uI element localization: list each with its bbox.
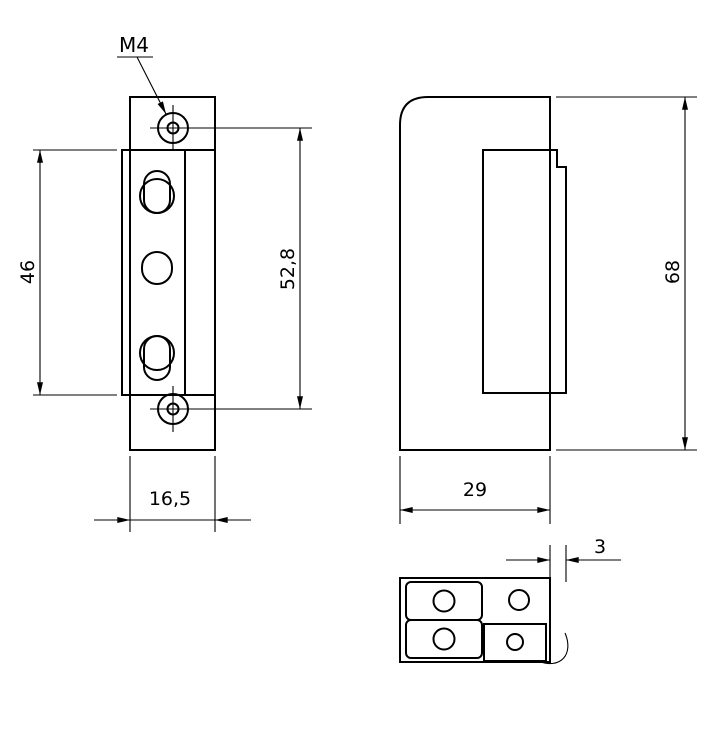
dim-label-16-5: 16,5 [149,488,191,510]
solenoid-hole-lower [432,627,456,651]
dim-front-width: 16,5 [94,456,251,532]
solenoid-hole-upper [432,589,456,613]
dim-side-width: 29 [399,456,551,524]
dim-faceplate-thickness: 3 [506,536,621,582]
solenoid-block-lower [405,619,483,659]
bottom-view-outline [399,577,551,663]
callout-leader [136,56,167,115]
slot-bottom-stadium [143,335,171,381]
screw-hole-top [150,105,196,151]
latch-block [483,623,547,662]
slot-middle-oval [141,251,173,285]
dim-label-3: 3 [594,536,606,558]
dim-label-29: 29 [463,479,487,501]
slot-top-stadium [143,170,171,214]
side-view-outline [399,96,551,451]
spring-wire-arc [537,632,569,665]
slot-middle [141,251,173,285]
dim-label-52-8: 52,8 [277,248,299,290]
front-view [121,96,216,451]
slot-top-circle [139,178,175,214]
bottom-view-hole-right [508,589,530,611]
screw-hole-bottom [150,386,196,432]
keeper-outline [482,149,567,394]
slot-bottom [139,335,175,381]
dim-front-slot-span: 46 [17,149,117,396]
slot-top [139,170,175,214]
dim-label-68: 68 [662,260,684,284]
slot-bottom-circle [139,335,175,371]
thread-callout: M4 [117,33,167,115]
side-view [399,96,567,451]
latch-block-hole [506,633,524,651]
solenoid-block-upper [405,581,483,621]
dim-overall-height: 68 [556,96,697,451]
thread-callout-label: M4 [119,33,149,57]
bottom-view [399,577,569,665]
dimensions: 46 52,8 16,5 68 [17,33,697,582]
dim-front-hole-spacing: 52,8 [194,127,312,410]
dim-label-46: 46 [17,260,39,284]
